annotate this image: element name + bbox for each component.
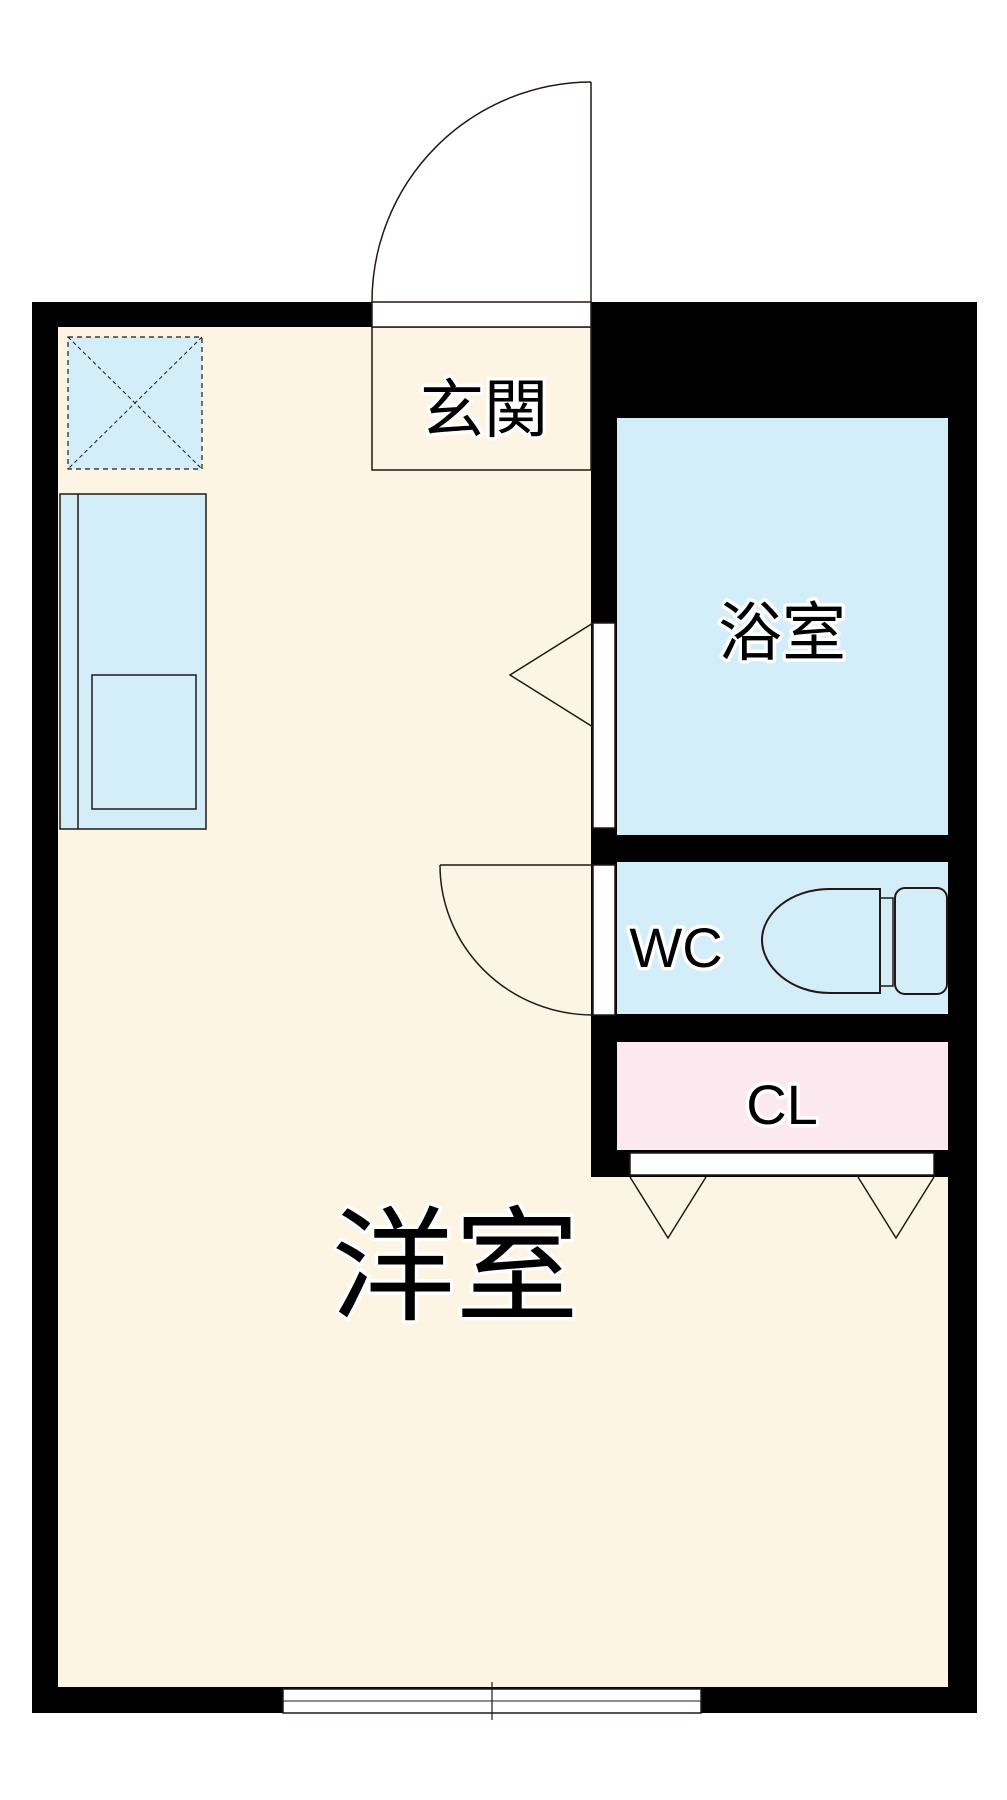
refrigerator-space-icon bbox=[67, 336, 203, 470]
bath-door-arrow bbox=[508, 622, 594, 728]
room-label-closet: CL bbox=[746, 1073, 818, 1136]
room-label-bath: 浴室 bbox=[718, 597, 846, 671]
sink-icon bbox=[91, 674, 197, 810]
sliding-window-icon bbox=[282, 1682, 702, 1720]
wc-door-swing-icon bbox=[439, 864, 594, 1016]
room-label-western-room: 洋室 bbox=[331, 1196, 579, 1340]
entrance-door-opening bbox=[371, 301, 592, 328]
room-label-wc: WC bbox=[629, 916, 722, 979]
wc-door[interactable] bbox=[592, 864, 616, 1016]
closet-door[interactable] bbox=[629, 1152, 935, 1176]
folding-door-icon bbox=[629, 1176, 935, 1240]
bath-door[interactable] bbox=[592, 622, 616, 829]
bath-room bbox=[617, 418, 948, 835]
room-label-genkan: 玄関 bbox=[420, 374, 548, 448]
closet-room bbox=[617, 1042, 948, 1150]
door-swing-icon bbox=[371, 81, 592, 303]
toilet-icon bbox=[760, 887, 948, 995]
kitchen-counter-icon bbox=[59, 493, 207, 830]
